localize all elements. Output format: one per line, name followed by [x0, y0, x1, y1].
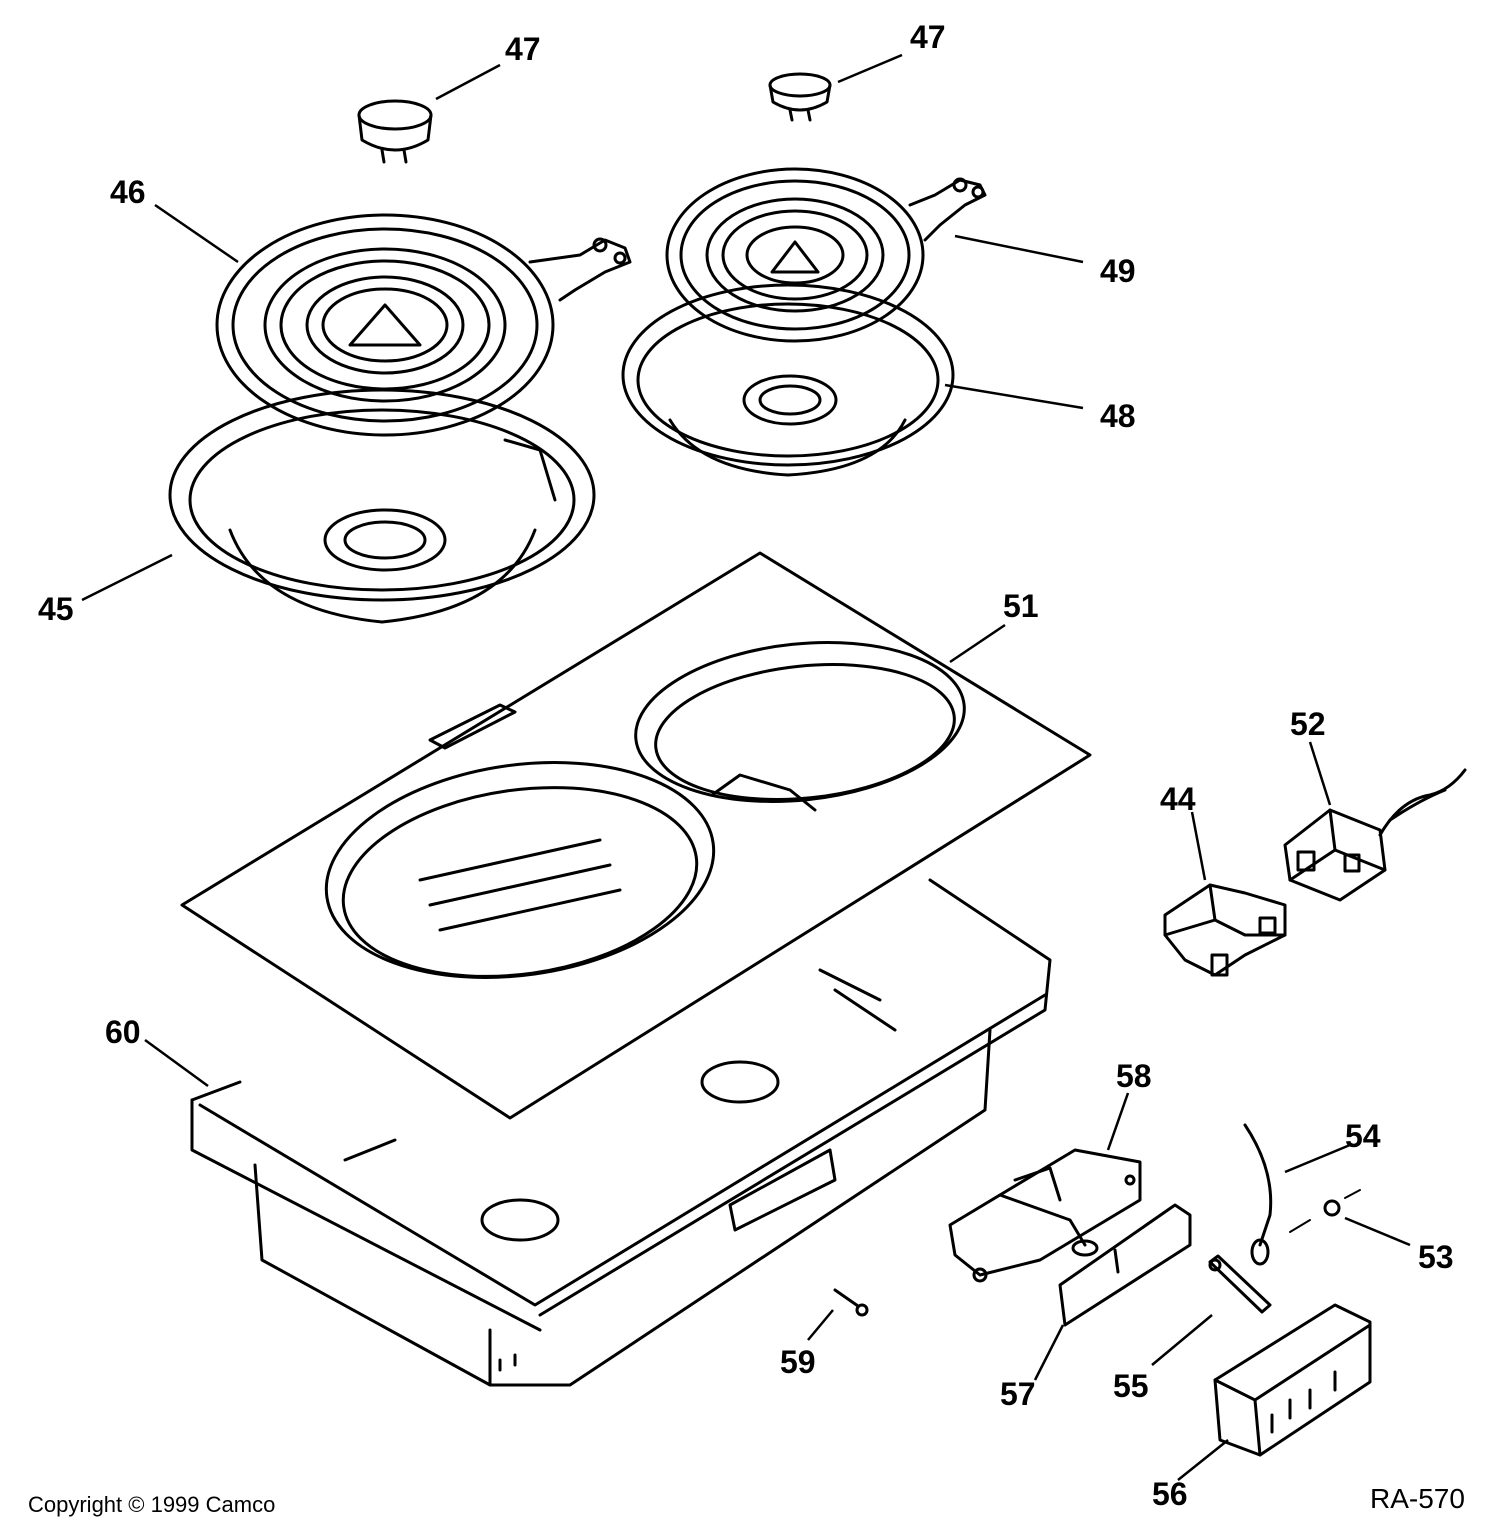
copyright-notice: Copyright © 1999 Camco	[28, 1492, 275, 1517]
part-label-45: 45	[38, 591, 74, 627]
part-label-51: 51	[1003, 588, 1039, 624]
part-label-44: 44	[1160, 781, 1196, 817]
screw-59[interactable]	[833, 1288, 869, 1317]
screw-53[interactable]	[1289, 1189, 1361, 1233]
main-top-panel[interactable]	[180, 551, 1092, 1120]
part-label-59: 59	[780, 1344, 816, 1380]
leader-lines	[81, 53, 1411, 1481]
switch-bracket[interactable]	[1163, 883, 1287, 977]
part-label-53: 53	[1418, 1239, 1454, 1275]
part-label-58: 58	[1116, 1058, 1152, 1094]
part-label-49: 49	[1100, 253, 1136, 289]
large-drip-pan[interactable]	[168, 388, 596, 624]
shield[interactable]	[1058, 1203, 1192, 1327]
part-label-47a: 47	[505, 31, 541, 67]
part-label-57: 57	[1000, 1376, 1036, 1412]
part-label-60: 60	[105, 1014, 141, 1050]
burner-box[interactable]	[190, 878, 1052, 1387]
part-label-46: 46	[110, 174, 146, 210]
part-label-56: 56	[1152, 1476, 1188, 1512]
small-drip-pan[interactable]	[621, 283, 955, 477]
wire[interactable]	[1243, 1123, 1273, 1266]
part-label-55: 55	[1113, 1368, 1149, 1404]
part-label-48: 48	[1100, 398, 1136, 434]
receptacle[interactable]	[1213, 1303, 1372, 1457]
part-label-54: 54	[1345, 1118, 1381, 1154]
small-surface-unit-element[interactable]	[665, 167, 987, 343]
bus-bar[interactable]	[1208, 1254, 1272, 1314]
diagram-code: RA-570	[1370, 1483, 1465, 1514]
knob-cap-left[interactable]	[357, 99, 433, 164]
terminal-block[interactable]	[1283, 768, 1467, 902]
part-label-47b: 47	[910, 19, 946, 55]
bracket[interactable]	[948, 1148, 1142, 1283]
knob-cap-right[interactable]	[768, 72, 832, 122]
part-label-52: 52	[1290, 706, 1326, 742]
